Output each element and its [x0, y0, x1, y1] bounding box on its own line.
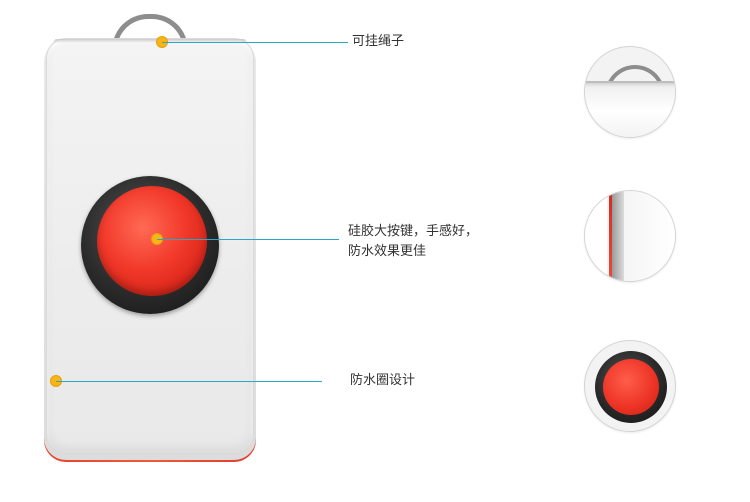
button-callout-label: 硅胶大按键，手感好， 防水效果更佳	[348, 222, 478, 262]
device-top-edge	[53, 39, 247, 43]
seam-right	[624, 191, 675, 281]
button-callout-line	[157, 239, 339, 240]
seal-callout-line	[56, 381, 322, 382]
seal-callout-label: 防水圈设计	[350, 373, 416, 388]
button-callout-line1: 硅胶大按键，手感好，	[348, 224, 479, 239]
button-closeup-icon	[584, 340, 676, 432]
seam-left	[585, 191, 607, 281]
button-callout-line2: 防水效果更佳	[348, 244, 427, 259]
seal-edge-closeup-icon	[584, 190, 676, 282]
seam-red	[609, 191, 612, 281]
mini-red-button	[603, 359, 659, 415]
rope-callout-line	[162, 42, 348, 43]
body-crop-top	[585, 81, 675, 137]
seam-grey	[612, 191, 624, 281]
rope-closeup-icon	[584, 46, 676, 138]
rope-callout-label: 可挂绳子	[352, 34, 405, 49]
